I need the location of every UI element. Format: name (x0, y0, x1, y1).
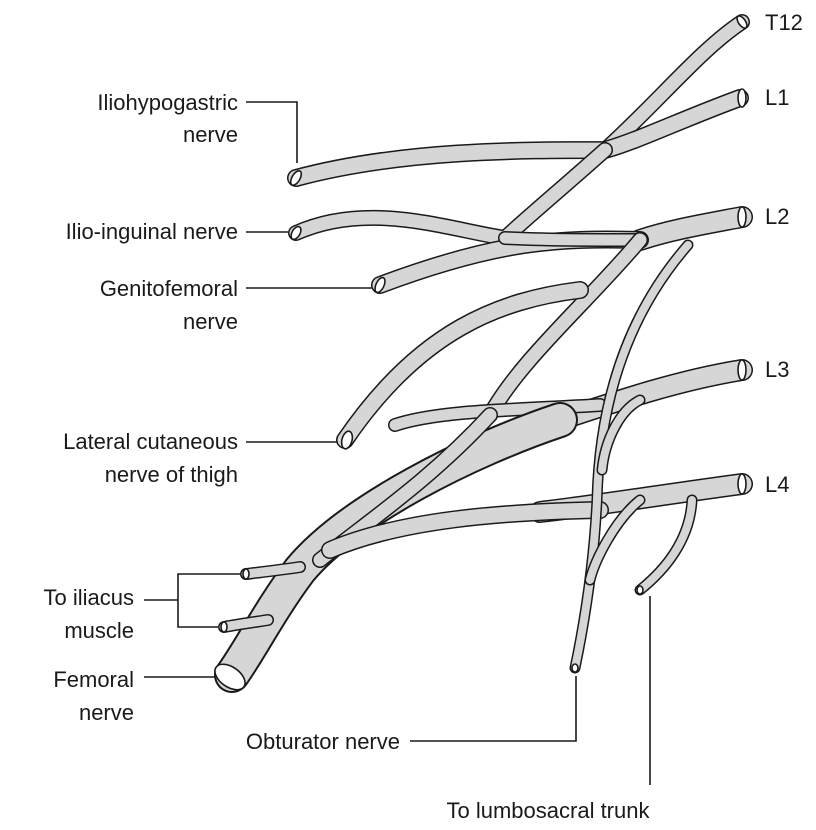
root-labels: T12 L1 L2 L3 L4 (765, 10, 803, 497)
leader-obturator (410, 676, 576, 741)
root-label-l2: L2 (765, 204, 789, 229)
obturator-cap (572, 664, 578, 672)
iliohypogastric-nerve (296, 98, 740, 178)
root-label-l3: L3 (765, 357, 789, 382)
leader-iliohypogastric (246, 102, 297, 163)
label-iliacus-line2: muscle (64, 618, 134, 643)
lumbosacral-trunk (640, 500, 692, 590)
femoral-trunk (232, 420, 560, 675)
root-label-l4: L4 (765, 472, 789, 497)
label-genitofemoral-line2: nerve (183, 309, 238, 334)
label-femoral-line2: nerve (79, 700, 134, 725)
label-lateral-cutaneous-line1: Lateral cutaneous (63, 429, 238, 454)
root-label-l1: L1 (765, 85, 789, 110)
iliacus-branch-upper (246, 567, 300, 574)
iliacus-upper-cap (243, 569, 249, 579)
leader-iliacus-bracket (178, 574, 240, 627)
l3-cap (738, 360, 746, 380)
label-iliacus-line1: To iliacus (44, 585, 134, 610)
obturator-nerve (575, 245, 688, 668)
lumbosacral-cap (637, 586, 643, 594)
label-obturator: Obturator nerve (246, 729, 400, 754)
label-ilioinguinal: Ilio-inguinal nerve (66, 219, 238, 244)
l1-cap (738, 89, 746, 107)
iliacus-lower-cap (221, 622, 227, 632)
iliacus-branch-lower (224, 620, 268, 627)
label-genitofemoral-line1: Genitofemoral (100, 276, 238, 301)
l4-cap (738, 474, 746, 494)
nerve-tubes (224, 22, 742, 675)
label-lateral-cutaneous-line2: nerve of thigh (105, 462, 238, 487)
l2-cap (738, 207, 746, 227)
label-iliohypogastric-line1: Iliohypogastric (97, 90, 238, 115)
label-femoral-line1: Femoral (53, 667, 134, 692)
label-lumbosacral: To lumbosacral trunk (447, 798, 651, 823)
l2-root (640, 217, 742, 240)
l2-to-ilioinguinal-link (505, 238, 640, 240)
label-iliohypogastric-line2: nerve (183, 122, 238, 147)
root-label-t12: T12 (765, 10, 803, 35)
